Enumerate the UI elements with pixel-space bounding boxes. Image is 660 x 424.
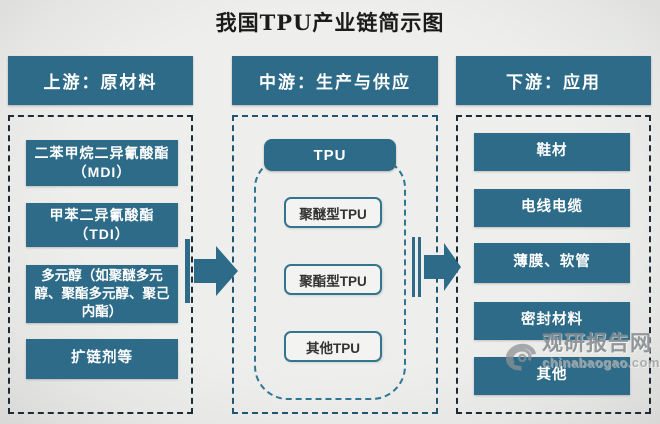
- upstream-item-tdi: 甲苯二异氰酸酯（TDI）: [26, 203, 178, 247]
- downstream-item-wire-cable: 电线电缆: [474, 189, 630, 227]
- downstream-item-other: 其他: [474, 357, 630, 395]
- tpu-root-node: TPU: [264, 139, 396, 171]
- midstream-header: 中游：生产与供应: [232, 56, 438, 105]
- flow-arrow-upstream-to-midstream: [185, 239, 238, 303]
- upstream-dashed-container: [8, 115, 193, 414]
- downstream-item-film-hose: 薄膜、软管: [474, 243, 630, 283]
- tpu-type-other: 其他TPU: [284, 331, 382, 362]
- upstream-item-mdi: 二苯甲烷二异氰酸酯（MDI）: [26, 140, 178, 186]
- upstream-item-polyol: 多元醇（如聚醚多元醇、聚酯多元醇、聚己内酯）: [26, 265, 178, 323]
- upstream-column: 上游：原材料 二苯甲烷二异氰酸酯（MDI） 甲苯二异氰酸酯（TDI） 多元醇（如…: [8, 56, 193, 414]
- upstream-header: 上游：原材料: [8, 56, 193, 105]
- tpu-type-polyester: 聚酯型TPU: [284, 264, 382, 295]
- flow-arrow-midstream-to-downstream: [412, 237, 461, 297]
- midstream-column: 中游：生产与供应 TPU 聚醚型TPU 聚酯型TPU 其他TPU: [232, 56, 438, 414]
- downstream-column: 下游：应用 鞋材 电线电缆 薄膜、软管 密封材料 其他: [456, 56, 651, 414]
- diagram-title: 我国TPU产业链简示图: [215, 10, 445, 35]
- downstream-item-shoes: 鞋材: [474, 133, 630, 171]
- tpu-type-polyether: 聚醚型TPU: [284, 197, 382, 228]
- downstream-item-sealing: 密封材料: [474, 302, 630, 340]
- downstream-header: 下游：应用: [456, 56, 651, 105]
- upstream-item-chain-extender: 扩链剂等: [26, 339, 178, 379]
